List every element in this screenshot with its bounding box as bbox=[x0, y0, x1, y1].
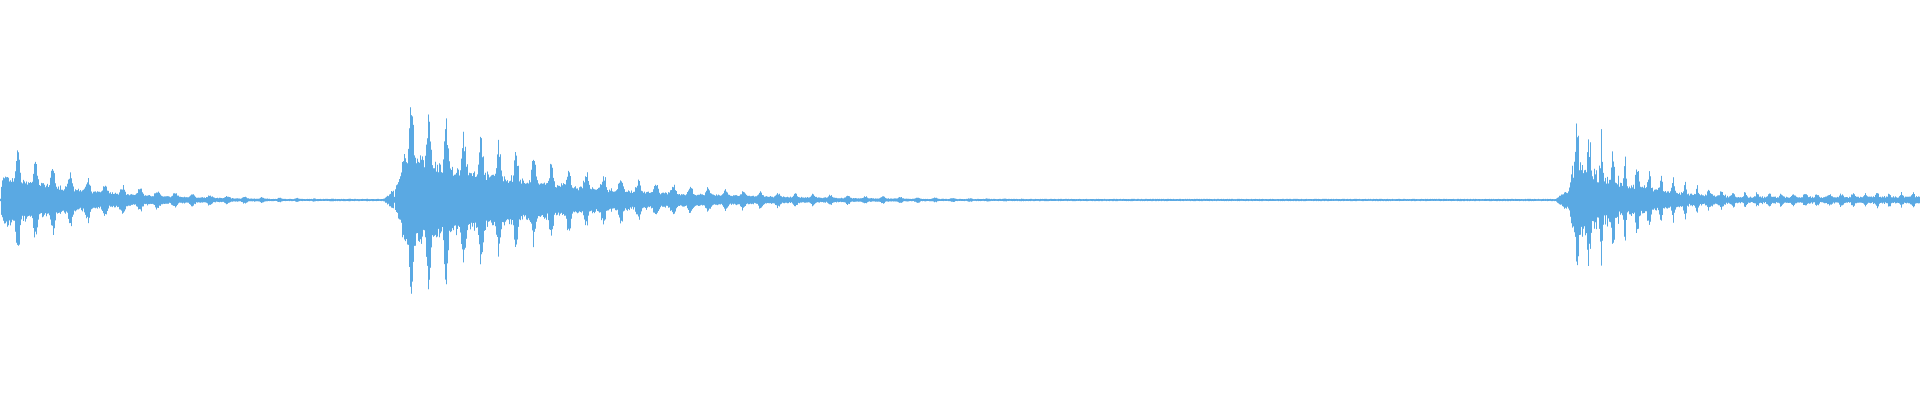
waveform-bars bbox=[0, 107, 1920, 294]
